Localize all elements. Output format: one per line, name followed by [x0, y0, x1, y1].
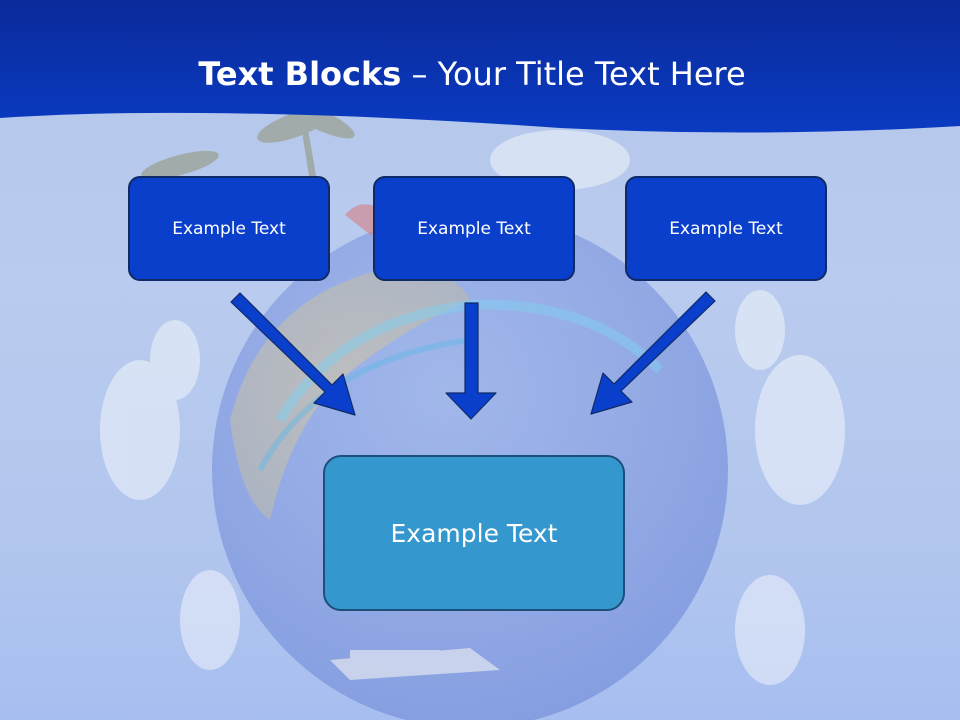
slide-title: Text Blocks – Your Title Text Here [0, 52, 944, 96]
header-banner [0, 0, 960, 133]
text-block-3[interactable]: Example Text [625, 176, 827, 281]
title-separator: – [401, 55, 438, 93]
text-block-2[interactable]: Example Text [373, 176, 575, 281]
title-rest-part: Your Title Text Here [437, 55, 746, 93]
text-block-main[interactable]: Example Text [323, 455, 625, 611]
title-bold-part: Text Blocks [198, 55, 402, 93]
text-block-1[interactable]: Example Text [128, 176, 330, 281]
